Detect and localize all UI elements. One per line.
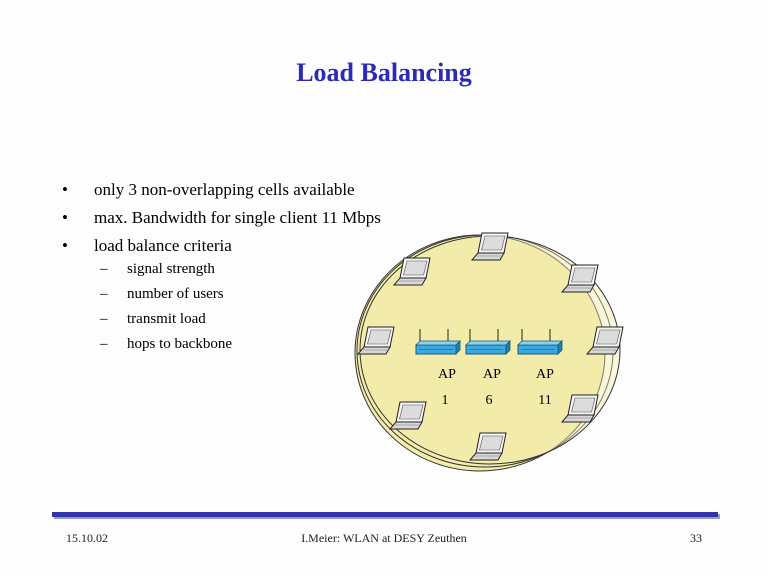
footer-divider (52, 512, 718, 517)
sub-bullet-item: –number of users (100, 282, 232, 307)
bullet-icon: • (62, 236, 68, 255)
ap-channel: 6 (486, 393, 493, 408)
sub-bullet-item: –transmit load (100, 307, 232, 332)
bullet-item: •only 3 non-overlapping cells available (62, 176, 381, 204)
dash-icon: – (100, 311, 108, 327)
page-number: 33 (690, 531, 702, 545)
slide-title: Load Balancing (296, 58, 472, 87)
dash-icon: – (100, 286, 108, 302)
ap-label: AP (536, 367, 554, 382)
bullet-item: •max. Bandwidth for single client 11 Mbp… (62, 204, 381, 232)
ap-label: AP (483, 367, 501, 382)
sub-bullet-list: –signal strength –number of users –trans… (100, 257, 232, 357)
cell-diagram: AP AP AP 1 6 11 (354, 232, 624, 472)
bullet-list: •only 3 non-overlapping cells available … (62, 176, 381, 260)
sub-bullet-item: –signal strength (100, 257, 232, 282)
bullet-icon: • (62, 180, 68, 199)
footer-date: 15.10.02 (66, 531, 108, 545)
sub-bullet-item: –hops to backbone (100, 332, 232, 357)
ap-channel: 11 (538, 393, 551, 408)
ap-label: AP (438, 367, 456, 382)
dash-icon: – (100, 261, 108, 277)
footer-author: I.Meier: WLAN at DESY Zeuthen (301, 531, 467, 545)
dash-icon: – (100, 336, 108, 352)
ap-channel: 1 (442, 393, 449, 408)
bullet-item: •load balance criteria (62, 232, 381, 260)
bullet-icon: • (62, 208, 68, 227)
